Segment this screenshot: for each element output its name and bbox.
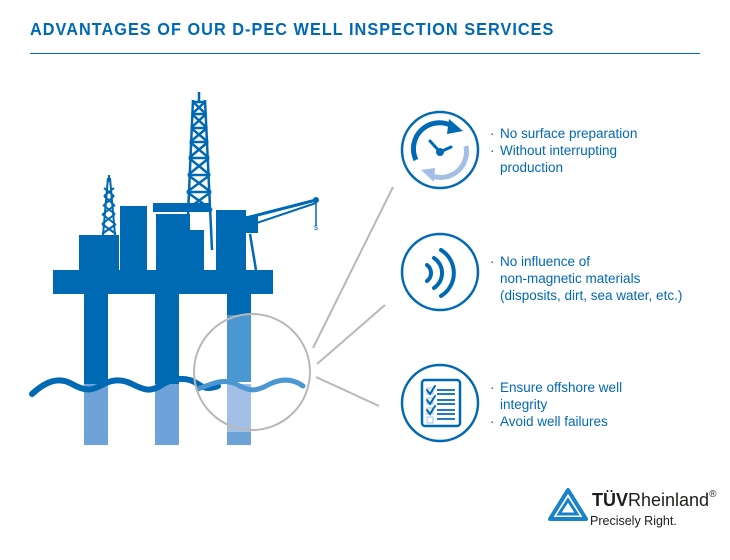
bullet-marker: ·	[490, 254, 495, 269]
connector-lines	[312, 186, 394, 407]
logo-wordmark: TÜVRheinland®	[592, 489, 717, 511]
bullet-marker: ·	[490, 143, 495, 158]
leg-left-upper	[84, 294, 108, 384]
wave-inside-magnifier	[195, 377, 306, 393]
oil-platform: $	[53, 92, 319, 384]
main-derrick	[185, 92, 214, 251]
bullet-text-cont: (disposits, dirt, sea water, etc.)	[500, 288, 683, 303]
bullet-item: · Avoid well failures	[490, 413, 622, 430]
bullet-item: · Ensure offshore well integrity	[490, 379, 622, 413]
clock-cycle-icon	[400, 110, 480, 190]
bullet-text-cont: non-magnetic materials	[500, 271, 641, 286]
logo-brand-bold: TÜV	[592, 490, 628, 510]
bullet-text: Avoid well failures	[500, 414, 608, 429]
checklist-icon	[400, 363, 480, 443]
advantage-1-text: · No surface preparation · Without interru…	[490, 125, 637, 176]
drill-floor	[153, 203, 210, 212]
bullet-item: · No influence of non-magnetic materials (d…	[490, 253, 682, 304]
leg-right-lower	[227, 432, 251, 445]
bullet-text: Ensure offshore well	[500, 380, 623, 395]
small-derrick	[101, 175, 117, 236]
bullet-item: · No surface preparation	[490, 125, 637, 142]
logo-tagline: Precisely Right.	[590, 514, 677, 528]
tuv-rheinland-logo: TÜVRheinland® Precisely Right.	[548, 488, 716, 528]
page-title: ADVANTAGES OF OUR D-PEC WELL INSPECTION …	[30, 19, 555, 39]
bullet-text-cont: integrity	[500, 397, 548, 412]
registered-mark: ®	[709, 489, 717, 500]
bullet-item: · Without interrupting production	[490, 142, 637, 176]
triangle-logo-icon	[548, 488, 588, 521]
advantage-2-text: · No influence of non-magnetic materials (d…	[490, 253, 682, 304]
bullet-text: No influence of	[500, 254, 591, 269]
bullet-marker: ·	[490, 126, 495, 141]
tall-block-left	[120, 206, 147, 270]
left-block	[79, 235, 119, 270]
bullet-text-cont: production	[500, 160, 564, 175]
leg-left-lower	[84, 384, 108, 445]
bullet-marker: ·	[490, 414, 495, 429]
leg-mid-upper	[155, 294, 179, 384]
advantage-3-text: · Ensure offshore well integrity · Avoid we…	[490, 379, 622, 430]
right-block	[216, 210, 246, 270]
logo-brand-rest: Rheinland	[628, 490, 710, 510]
deck	[53, 270, 273, 294]
signal-waves-icon	[400, 232, 480, 312]
connector-line-2	[316, 304, 386, 365]
bullet-text: No surface preparation	[500, 126, 638, 141]
leg-mid-lower	[155, 384, 179, 445]
wave-outside	[29, 376, 221, 397]
bullet-text: Without interrupting	[500, 143, 618, 158]
svg-text:$: $	[314, 225, 318, 232]
connector-line-1	[312, 186, 394, 349]
connector-line-3	[315, 376, 380, 407]
center-block-2	[190, 230, 204, 270]
title-divider	[30, 53, 700, 54]
center-block	[156, 214, 190, 270]
leg-right-lower-magnified	[227, 384, 251, 432]
bullet-marker: ·	[490, 380, 495, 395]
magnifier-circle	[193, 313, 311, 431]
crane: $	[245, 197, 319, 271]
leg-right-magnified	[227, 315, 251, 382]
leg-right-upper	[227, 294, 251, 315]
